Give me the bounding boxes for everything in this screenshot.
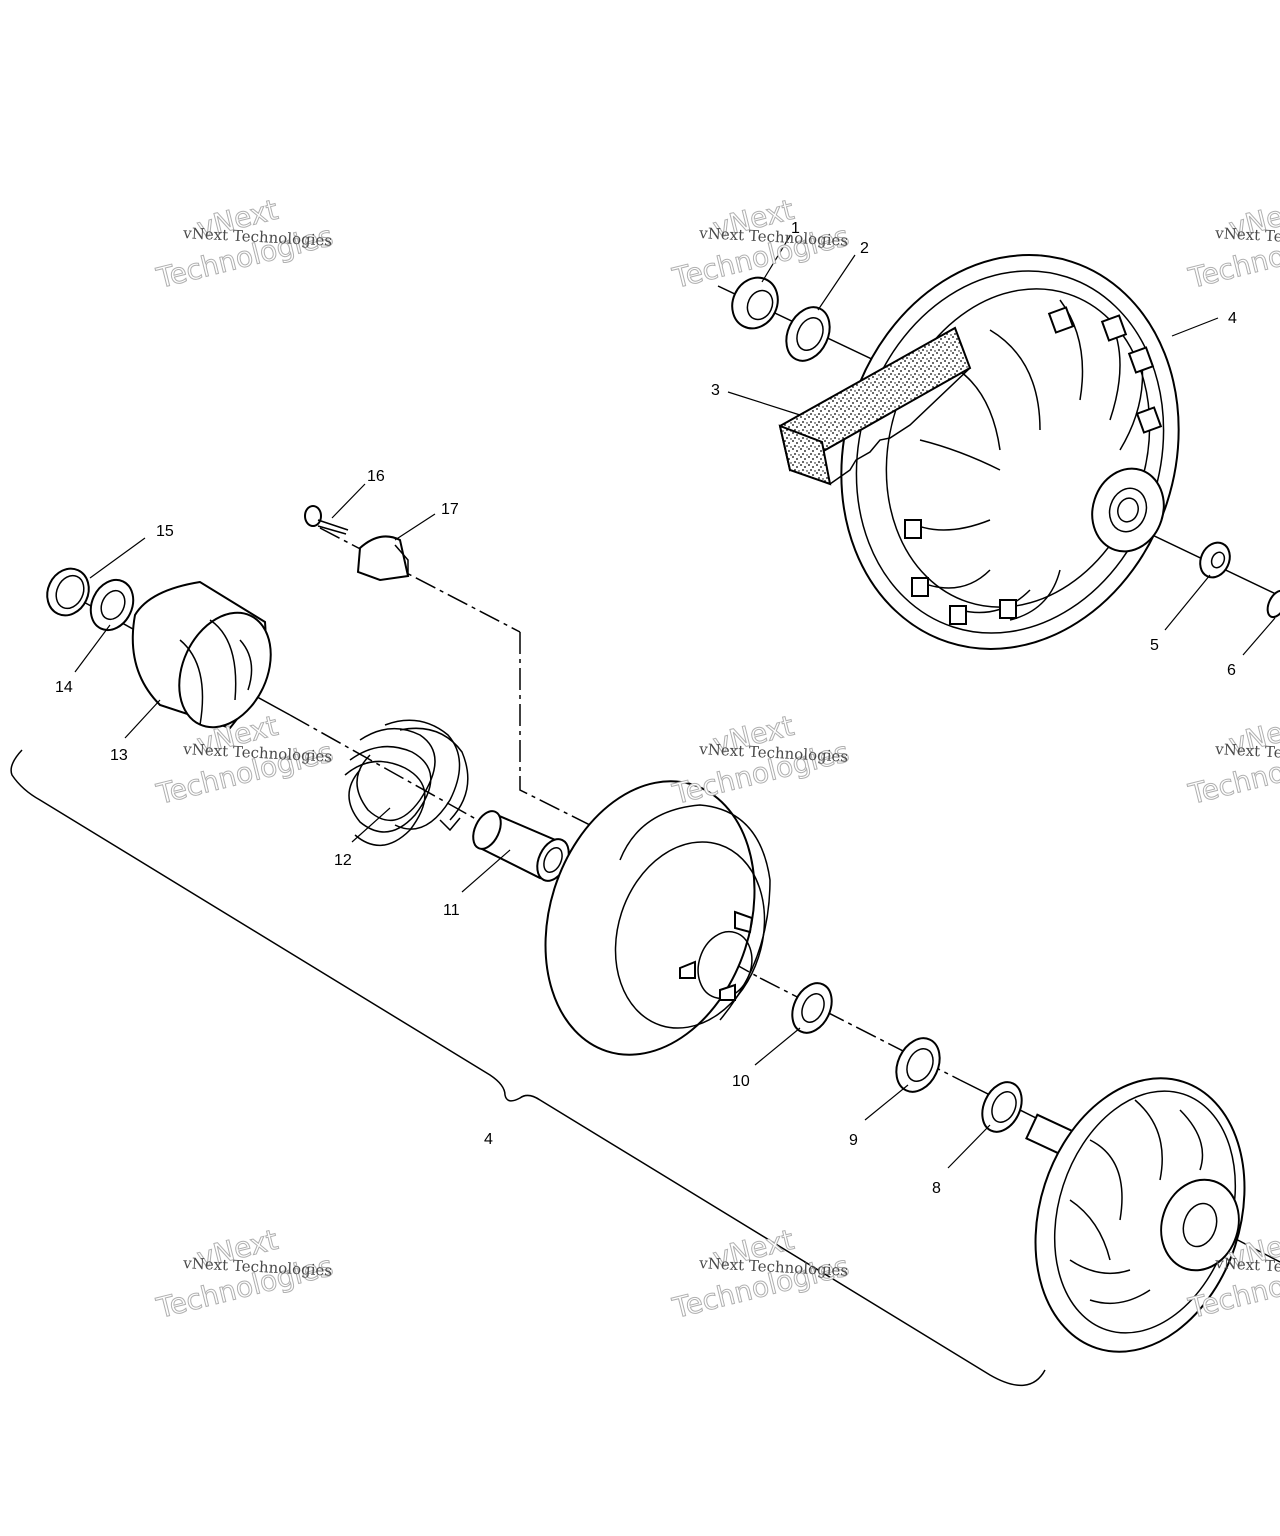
callout-15: 15 — [156, 523, 174, 540]
callout-16: 16 — [367, 468, 385, 485]
watermark-top-left: vNext Technologies vNext Technologies — [152, 192, 336, 295]
ramp-button-17 — [356, 535, 410, 582]
callout-17: 17 — [441, 501, 459, 518]
watermark-middle-left: vNext Technologies vNext Technologies — [152, 708, 336, 811]
spacer-washer-2 — [785, 306, 831, 362]
callout-8: 8 — [932, 1180, 941, 1197]
watermark-bottom-center: vNext Technologies vNext Technologies — [668, 1222, 852, 1325]
callout-3: 3 — [711, 382, 720, 399]
callout-14: 14 — [55, 679, 73, 696]
callout-12: 12 — [334, 852, 352, 869]
spring-12 — [344, 719, 469, 847]
fixed-sheave — [1025, 1077, 1246, 1353]
spacer-washer-1 — [731, 276, 779, 330]
leader-lines — [74, 235, 1276, 1169]
callout-4-bracket: 4 — [484, 1131, 493, 1148]
callout-13: 13 — [110, 747, 128, 764]
screw-16 — [304, 505, 349, 535]
callout-5: 5 — [1150, 637, 1159, 654]
helix-cam-13 — [131, 580, 272, 730]
watermark-middle-right: vNext Technologies vNext Technologies — [1184, 708, 1280, 811]
snap-ring-15 — [46, 567, 90, 617]
drive-belt — [778, 326, 972, 486]
assembly-bracket — [10, 749, 1046, 1387]
callout-1: 1 — [791, 220, 800, 237]
washer-14 — [89, 578, 135, 632]
moveable-sheave — [544, 780, 771, 1056]
washer-10 — [791, 982, 833, 1034]
callout-labels: 1 2 3 4 5 6 8 9 10 11 12 13 14 15 16 17 … — [55, 220, 1237, 1197]
watermark-middle-center: vNext Technologies vNext Technologies — [668, 708, 852, 811]
callout-2: 2 — [860, 240, 869, 257]
drive-clutch-sheave — [840, 254, 1180, 650]
callout-9: 9 — [849, 1132, 858, 1149]
callout-6: 6 — [1227, 662, 1236, 679]
watermark-top-right: vNext Technologies vNext Technologies — [1184, 192, 1280, 295]
callout-11: 11 — [443, 902, 460, 919]
spacer-washer-6 — [1266, 589, 1280, 619]
callout-10: 10 — [732, 1073, 750, 1090]
callout-4-top: 4 — [1228, 310, 1237, 327]
spacer-washer-5 — [1199, 541, 1231, 579]
washer-8 — [981, 1081, 1023, 1133]
washer-9 — [895, 1037, 941, 1093]
watermark-bottom-left: vNext Technologies vNext Technologies — [152, 1222, 336, 1325]
